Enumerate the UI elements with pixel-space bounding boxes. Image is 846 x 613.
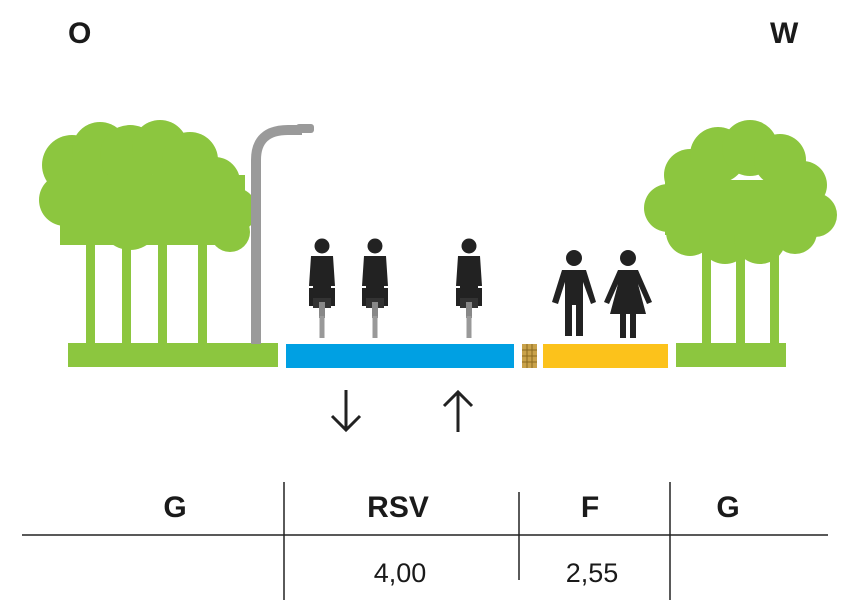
compass-west-label: O	[68, 17, 91, 50]
left-tree-group	[39, 120, 257, 345]
pedestrian-woman	[604, 250, 652, 338]
footpath-surface	[543, 344, 668, 368]
section-header-green-left: G	[163, 491, 186, 524]
cyclist-1	[309, 238, 335, 338]
left-green-strip	[68, 343, 278, 367]
arrow-up-icon	[442, 389, 474, 432]
section-header-green-right: G	[716, 491, 739, 524]
section-width-footpath: 2,55	[566, 558, 619, 588]
compass-east-label: W	[770, 17, 799, 50]
cyclist-2	[362, 238, 388, 338]
section-header-cycle-path: RSV	[367, 491, 429, 524]
pedestrian-man	[552, 250, 596, 336]
cyclist-3	[456, 238, 482, 338]
cycle-path-surface	[286, 344, 514, 368]
street-lamp	[251, 124, 314, 344]
section-header-footpath: F	[581, 491, 599, 524]
arrow-down-icon	[330, 390, 362, 433]
dimension-table: G RSV F G 4,00 2,55	[22, 482, 828, 600]
right-tree-group	[644, 120, 837, 345]
tactile-divider-pattern	[522, 344, 537, 368]
right-green-strip	[676, 343, 786, 367]
section-width-cycle-path: 4,00	[374, 558, 427, 588]
